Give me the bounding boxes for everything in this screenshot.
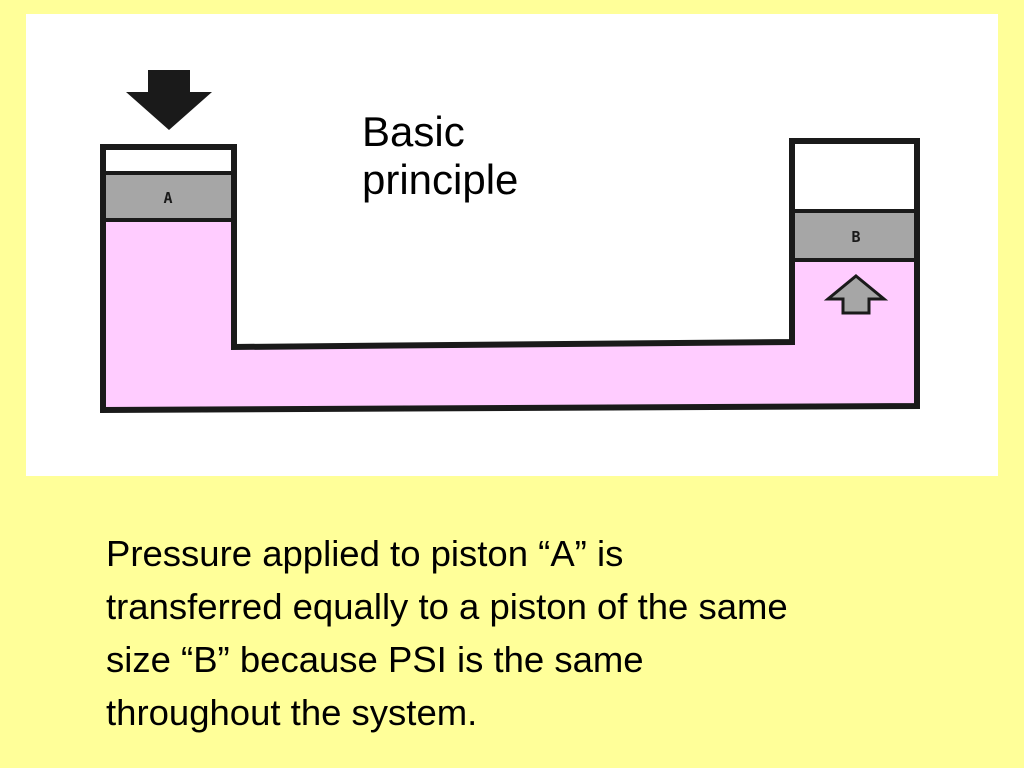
piston-b-label: B	[851, 228, 860, 246]
hydraulic-fluid	[103, 221, 917, 410]
diagram-title-line-1: Basic	[362, 108, 465, 155]
piston-a-label: A	[163, 189, 172, 207]
cylinder-b-space	[792, 141, 917, 210]
explanation-text: Pressure applied to piston “A” is transf…	[106, 533, 788, 733]
arrow-up-icon	[823, 274, 889, 315]
arrow-down-icon	[126, 70, 212, 130]
diagram-title-line-2: principle	[362, 156, 519, 203]
cylinder-a-space	[103, 147, 234, 173]
vessel-outline	[100, 138, 920, 414]
diagram-title: Basic principle	[362, 108, 622, 204]
